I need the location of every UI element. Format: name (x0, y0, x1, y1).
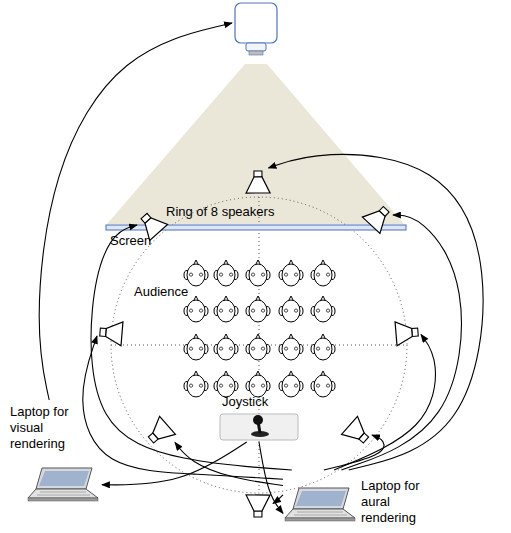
speaker-symbol (143, 416, 175, 449)
projector-node (232, 2, 280, 62)
audience-head (279, 371, 303, 397)
speaker-symbol (99, 320, 123, 346)
speaker-node (391, 318, 421, 348)
node-outline (145, 417, 175, 447)
connector-arrow (324, 435, 384, 470)
audience-head (279, 334, 303, 360)
node-text: Laptop for visual rendering (10, 404, 90, 452)
joystick-photo (220, 414, 298, 440)
speaker-magnet (254, 171, 262, 177)
audience-head (279, 296, 303, 322)
node-text: Joystick (222, 394, 298, 410)
node-outline (97, 318, 127, 348)
node-outline (243, 168, 273, 198)
audience-head (246, 334, 270, 360)
speaker-cone (246, 495, 270, 511)
audience-head (184, 334, 208, 360)
audience-head (246, 371, 270, 397)
audience-head (184, 371, 208, 397)
audience-head (246, 296, 270, 322)
audience-head (311, 334, 335, 360)
speaker-node (243, 490, 273, 520)
audience-head (311, 296, 335, 322)
laptop-symbol (285, 488, 355, 521)
projector-body (235, 3, 277, 43)
speaker-node (342, 417, 372, 447)
audience-head (184, 260, 208, 286)
laptop-front (28, 498, 98, 501)
ring-label: Ring of 8 speakers (166, 205, 274, 219)
speaker-node (145, 417, 175, 447)
speaker-cone (342, 416, 370, 445)
speaker-symbol (135, 208, 168, 240)
speaker-cone (105, 321, 123, 346)
laptop-lid (36, 468, 92, 489)
laptop-keys (37, 492, 90, 495)
audience-head (214, 296, 238, 322)
connector-arrow (175, 443, 283, 486)
speaker-node (137, 210, 167, 240)
projector-lens (249, 51, 263, 55)
speaker-symbol (246, 495, 270, 517)
joystick-node: Joystick (218, 396, 300, 442)
audience-head (279, 260, 303, 286)
node-outline (243, 490, 273, 520)
laptop-node: Laptop for visual rendering (6, 400, 102, 506)
speaker-cone (148, 416, 176, 445)
node-outline (232, 2, 280, 62)
speaker-node (97, 318, 127, 348)
laptop-lid (293, 488, 349, 509)
speaker-cone (246, 177, 270, 193)
speaker-cone (362, 205, 390, 233)
connector-arrow (102, 442, 247, 485)
audience-head (311, 260, 335, 286)
laptop-display (39, 471, 89, 486)
audience-head (214, 334, 238, 360)
node-outline (363, 203, 393, 233)
speaker-cone (395, 321, 413, 346)
speaker-cone (139, 213, 168, 241)
node-outline (342, 417, 372, 447)
laptop-node: Laptop for aural rendering (283, 470, 429, 532)
node-outline (137, 210, 167, 240)
projector-beam (107, 64, 404, 224)
node-text: Screen (110, 233, 230, 249)
audience-head (214, 260, 238, 286)
audience-head (184, 296, 208, 322)
audience-label: Audience (134, 285, 188, 299)
speaker-node (243, 168, 273, 198)
speaker-symbol (395, 320, 419, 346)
connector-arrow (341, 215, 461, 470)
speaker-node (363, 203, 393, 233)
connector-arrow (91, 225, 292, 470)
laptop-base (285, 509, 355, 518)
speaker-symbol (362, 201, 395, 233)
joystick-knob (253, 415, 263, 425)
laptop-front (285, 518, 355, 521)
audience-head (246, 260, 270, 286)
connector-arrow (273, 495, 283, 504)
speaker-symbol (342, 416, 374, 449)
laptop-display (296, 491, 346, 506)
connector-arrow (269, 154, 484, 470)
connector-arrow (334, 335, 435, 471)
laptop-base (28, 489, 98, 498)
speaker-symbol (246, 171, 270, 193)
audience-head (311, 371, 335, 397)
laptop-symbol (28, 468, 98, 501)
projector-lens (246, 43, 266, 51)
speaker-magnet (254, 511, 262, 517)
speaker-ring (111, 197, 407, 493)
node-outline (391, 318, 421, 348)
laptop-keys (294, 512, 347, 515)
audience-head (214, 371, 238, 397)
node-text: Laptop for aural rendering (361, 478, 425, 526)
